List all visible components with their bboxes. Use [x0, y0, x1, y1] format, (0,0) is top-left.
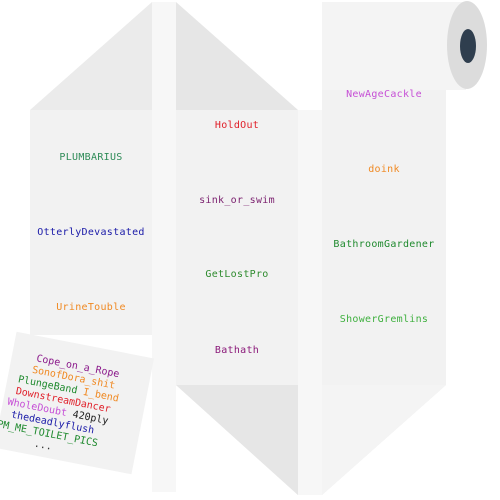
- username-otterlydevastated: OtterlyDevastated: [37, 227, 145, 238]
- paper-panel-middle: [176, 110, 298, 385]
- username-doink: doink: [368, 164, 400, 175]
- username-newagecackle: NewAgeCackle: [346, 89, 422, 100]
- roll-core-hole: [460, 29, 476, 63]
- username-bathroomgardener: BathroomGardener: [333, 239, 435, 250]
- username-plumbarius: PLUMBARIUS: [59, 152, 123, 163]
- roll-body: [322, 2, 466, 90]
- scrap-ellipsis: ...: [33, 438, 53, 453]
- username-getlostpro: GetLostPro: [205, 269, 269, 280]
- username-urinetouble: UrineTouble: [56, 302, 126, 313]
- paper-strip-b: [298, 110, 322, 495]
- username-bathath: Bathath: [214, 345, 260, 356]
- username-holdout: HoldOut: [214, 120, 260, 131]
- paper-panel-right-face: [322, 60, 446, 385]
- paper-fold-bottom-left: [176, 385, 298, 495]
- username-showergremlins: ShowerGremlins: [339, 314, 429, 325]
- paper-panel-left: [30, 110, 152, 335]
- username-sink-or-swim: sink_or_swim: [199, 195, 275, 206]
- paper-fold-top-middle: [176, 2, 298, 110]
- paper-strip-a: [152, 2, 176, 492]
- paper-fold-top-left: [30, 2, 176, 110]
